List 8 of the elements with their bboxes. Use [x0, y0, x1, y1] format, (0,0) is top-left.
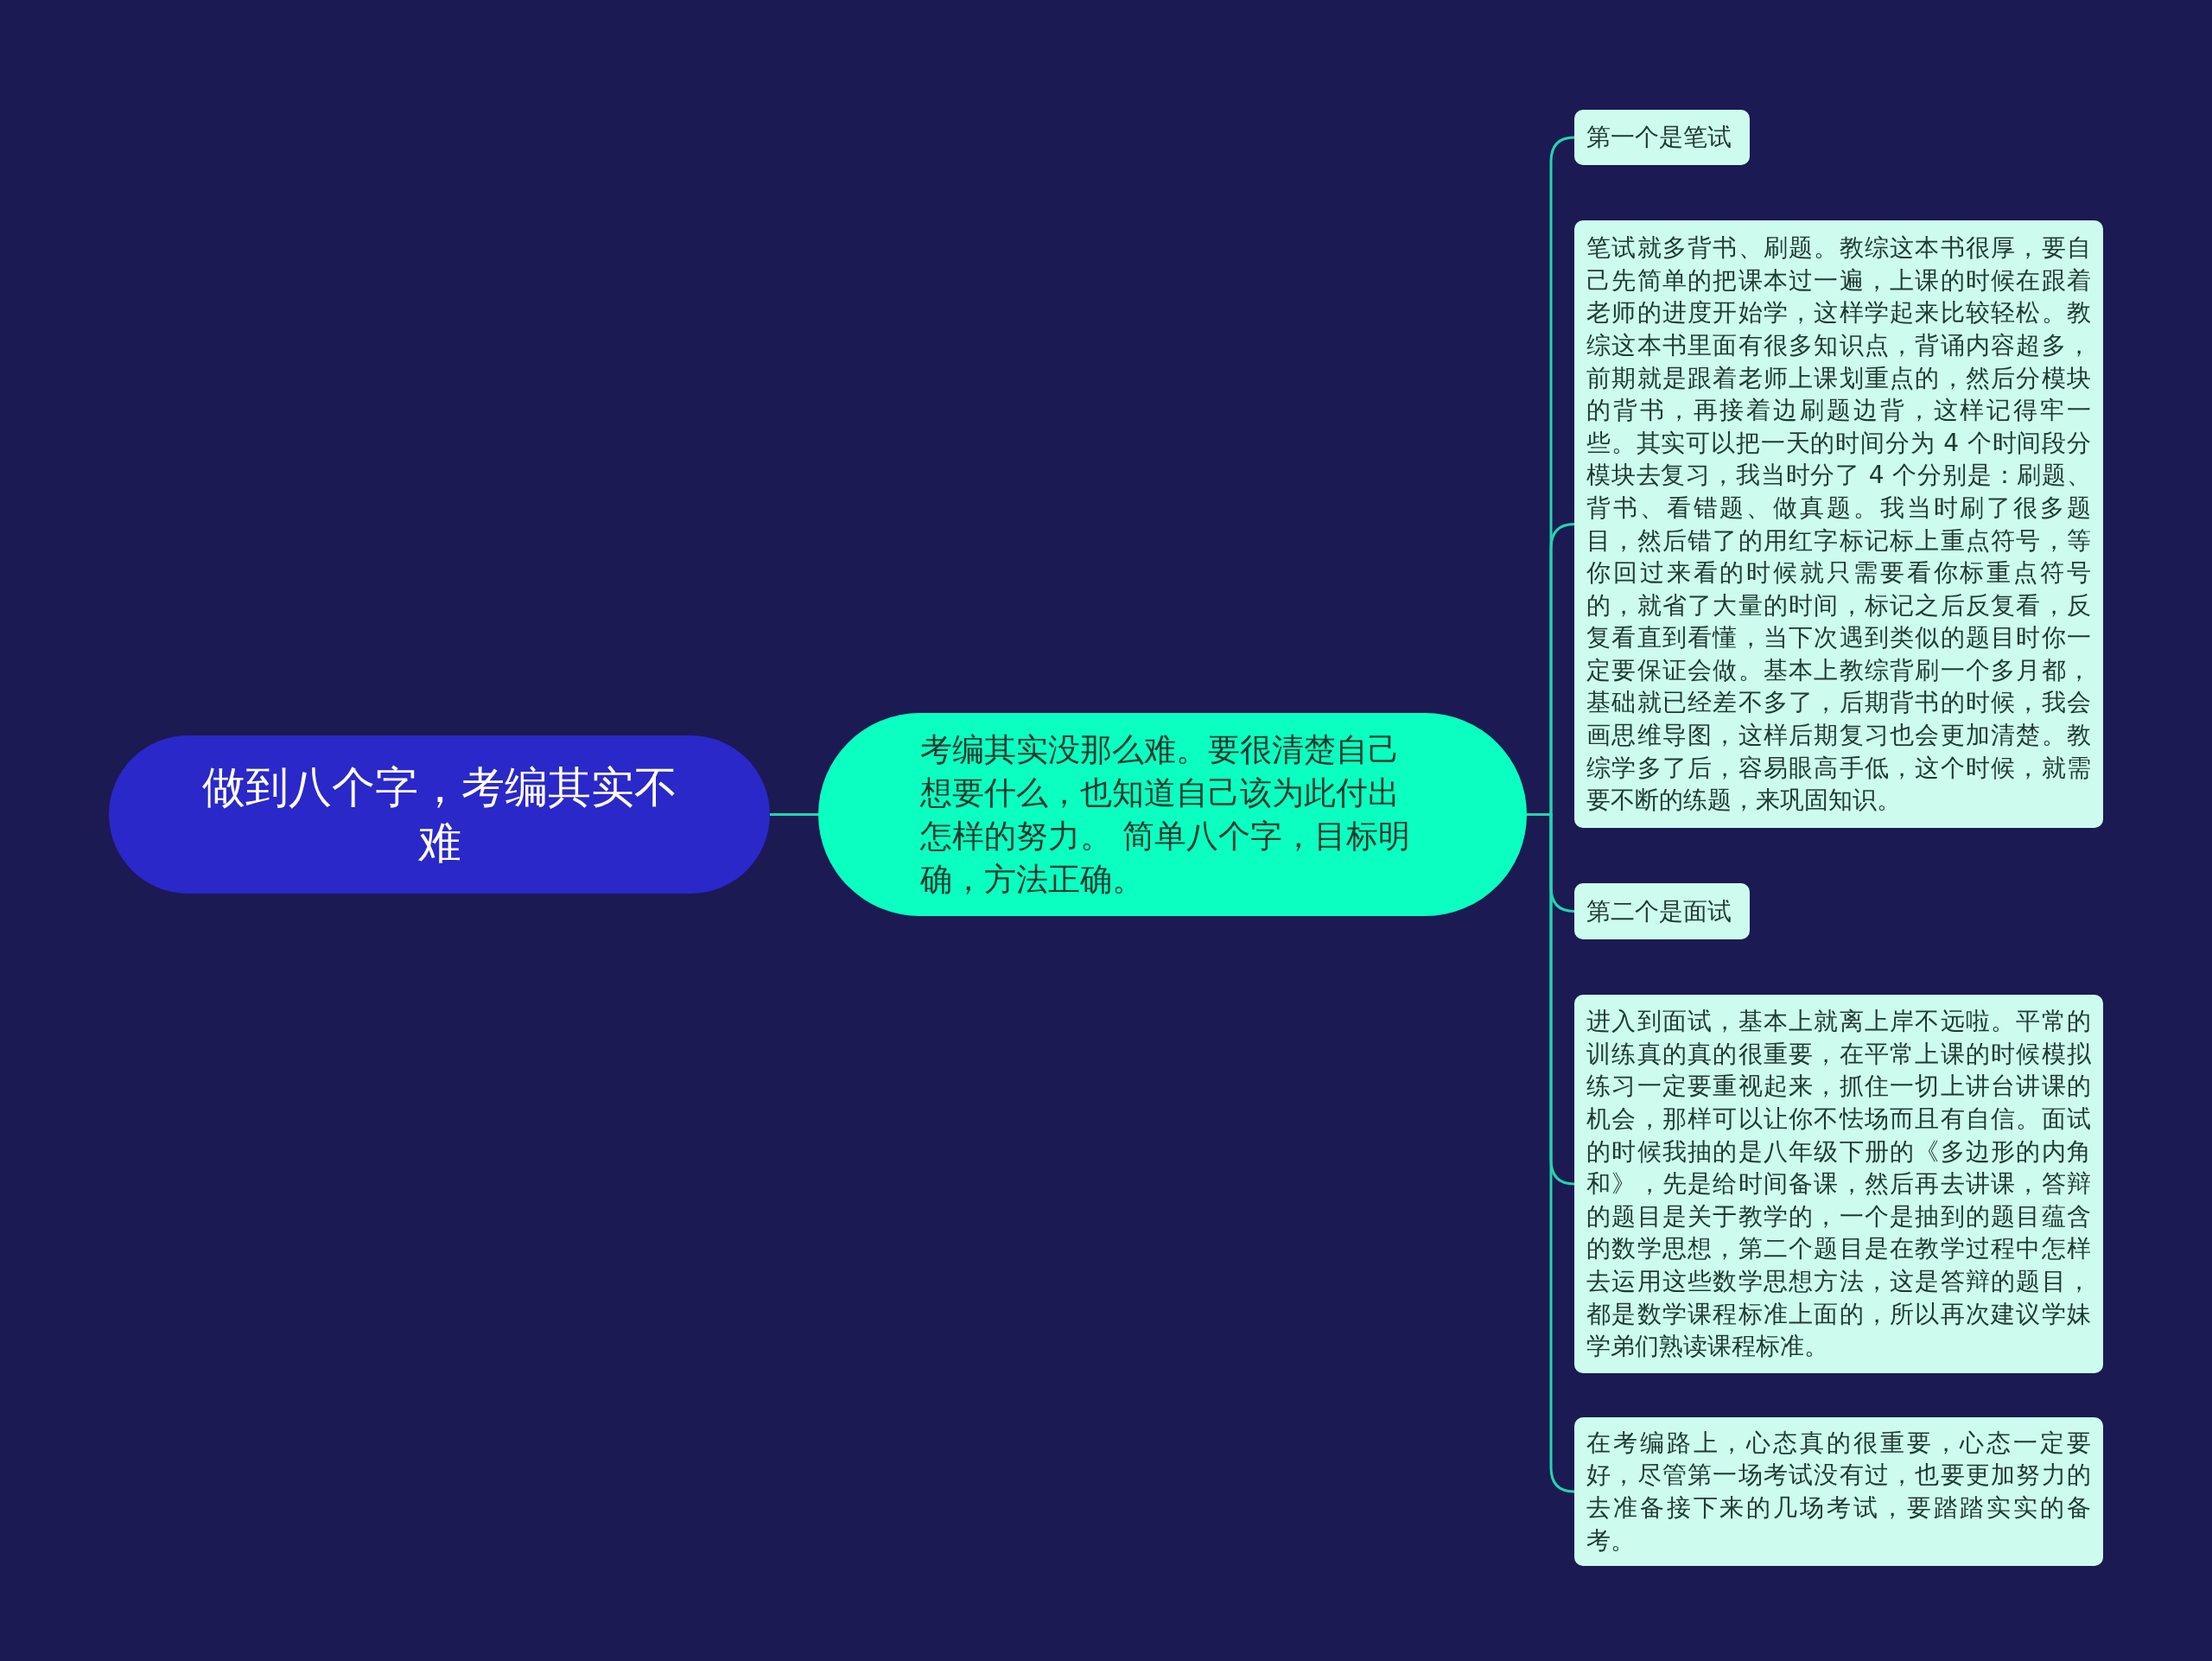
topic-box: 做到八个字，考编其实不难	[109, 735, 770, 894]
text-box: 进入到面试，基本上就离上岸不远啦。平常的训练真的真的很重要，在平常上课的时候模拟练习一定要重视起来，抓住一切上讲台讲课的机会，那样可以让你不怯场而且有自信。面试的时候我抽的是八年级下册的《多边形的内角和》，先是给时间备课，然后再去讲课，答辩的题目是关于教学的，一个是抽到的题目蕴含的数学思想，第二个题目是在教学过程中怎样去运用这些数学思想方法，这是答辩的题目，都是数学课程标准上面的，所以再次建议学妹学弟们熟读课程标准。	[1574, 995, 2103, 1373]
heading-box: 第一个是笔试	[1574, 110, 1750, 165]
text-box: 在考编路上，心态真的很重要，心态一定要好，尽管第一场考试没有过，也要更加努力的去准备接下来的几场考试，要踏踏实实的备考。	[1574, 1417, 2103, 1566]
connector-line	[770, 813, 818, 816]
heading-box: 第二个是面试	[1574, 883, 1750, 939]
topic-box: 考编其实没那么难。要很清楚自己想要什么，也知道自己该为此付出怎样的努力。 简单八个字，目标明确，方法正确。	[818, 713, 1527, 916]
text-box: 笔试就多背书、刷题。教综这本书很厚，要自己先简单的把课本过一遍，上课的时候在跟着老师的进度开始学，这样学起来比较轻松。教综这本书里面有很多知识点，背诵内容超多，前期就是跟着老师上课划重点的，然后分模块的背书，再接着边刷题边背，这样记得牢一些。其实可以把一天的时间分为 4 个时间段分模块去复习，我当时分了 4 个分别是：刷题、背书、看错题、做真题。我当时刷了很多题目，然后错了的用红字标记标上重点符号，等你回过来看的时候就只需要看你标重点符号的，就省了大量的时间，标记之后反复看，反复看直到看懂，当下次遇到类似的题目时你一定要保证会做。基本上教综背刷一个多月都，基础就已经差不多了，后期背书的时候，我会画思维导图，这样后期复习也会更加清楚。教综学多了后，容易眼高手低，这个时候，就需要不断的练题，来巩固知识。	[1574, 220, 2103, 828]
